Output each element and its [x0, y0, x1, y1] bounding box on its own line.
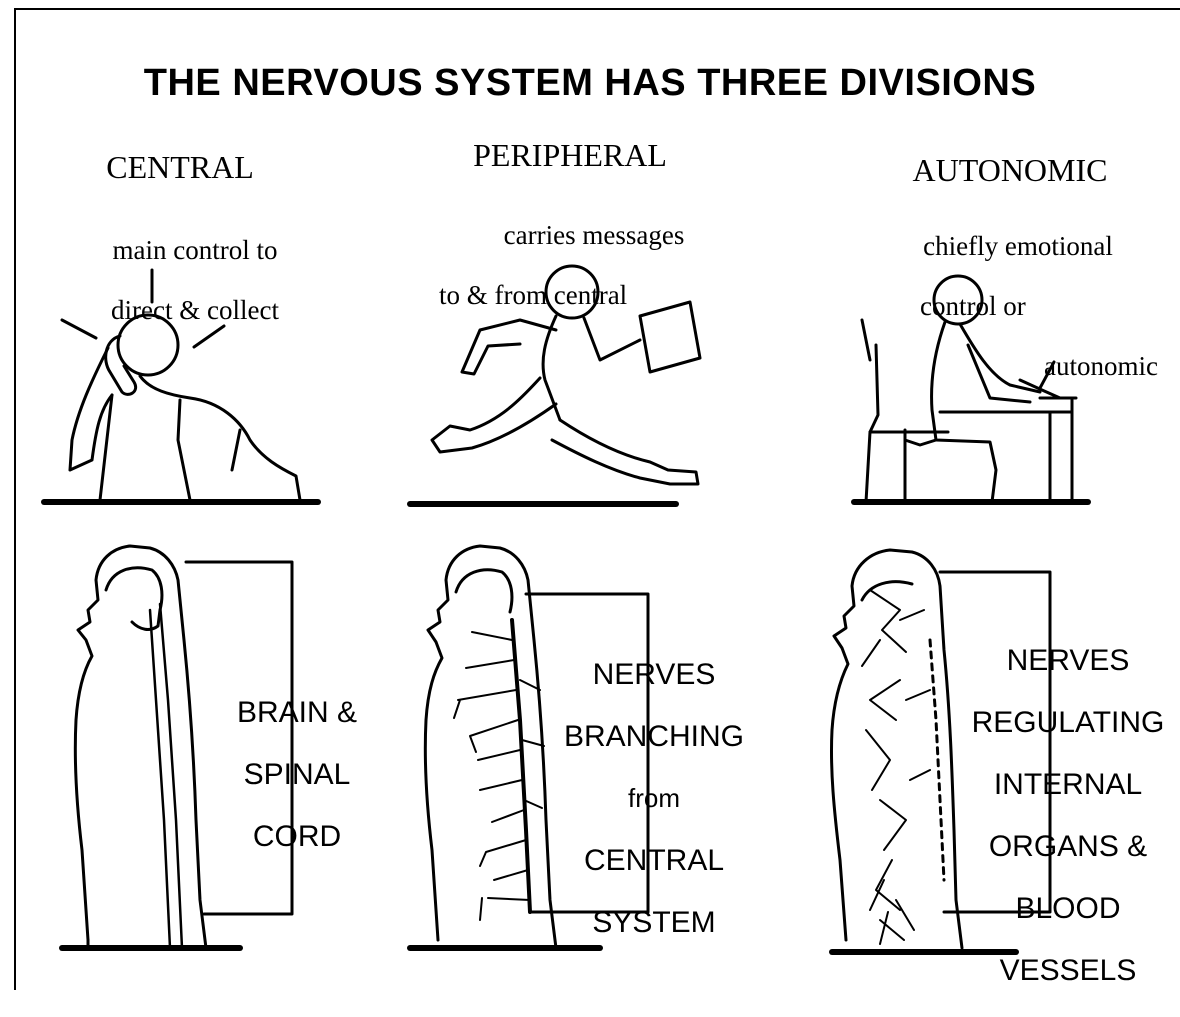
label-autonomic-line-3: INTERNAL — [962, 769, 1174, 800]
central-body-profile — [75, 546, 206, 948]
label-autonomic-line-4: ORGANS & — [962, 831, 1174, 862]
label-autonomic-line-1: NERVES — [962, 645, 1174, 676]
label-peripheral-line-3: from — [548, 783, 760, 814]
label-peripheral-line-5: SYSTEM — [548, 907, 760, 938]
central-phone-figure — [62, 270, 300, 500]
label-central-line-1: BRAIN & — [222, 697, 372, 728]
peripheral-body-profile — [425, 546, 556, 948]
label-central-line-2: SPINAL — [222, 759, 372, 790]
label-peripheral-line-4: CENTRAL — [548, 845, 760, 876]
label-peripheral-line-1: NERVES — [548, 659, 760, 690]
autonomic-writer-figure — [862, 276, 1076, 502]
label-peripheral: NERVES BRANCHING from CENTRAL SYSTEM — [548, 628, 760, 969]
autonomic-body-profile — [831, 550, 962, 948]
label-autonomic-line-5: BLOOD — [962, 893, 1174, 924]
label-autonomic: NERVES REGULATING INTERNAL ORGANS & BLOO… — [962, 614, 1174, 1017]
label-autonomic-line-6: VESSELS — [962, 955, 1174, 986]
label-central-line-3: CORD — [222, 821, 372, 852]
label-central: BRAIN & SPINAL CORD — [222, 666, 372, 883]
label-autonomic-line-2: REGULATING — [962, 707, 1174, 738]
label-peripheral-line-2: BRANCHING — [548, 721, 760, 752]
peripheral-runner-figure — [432, 266, 700, 484]
